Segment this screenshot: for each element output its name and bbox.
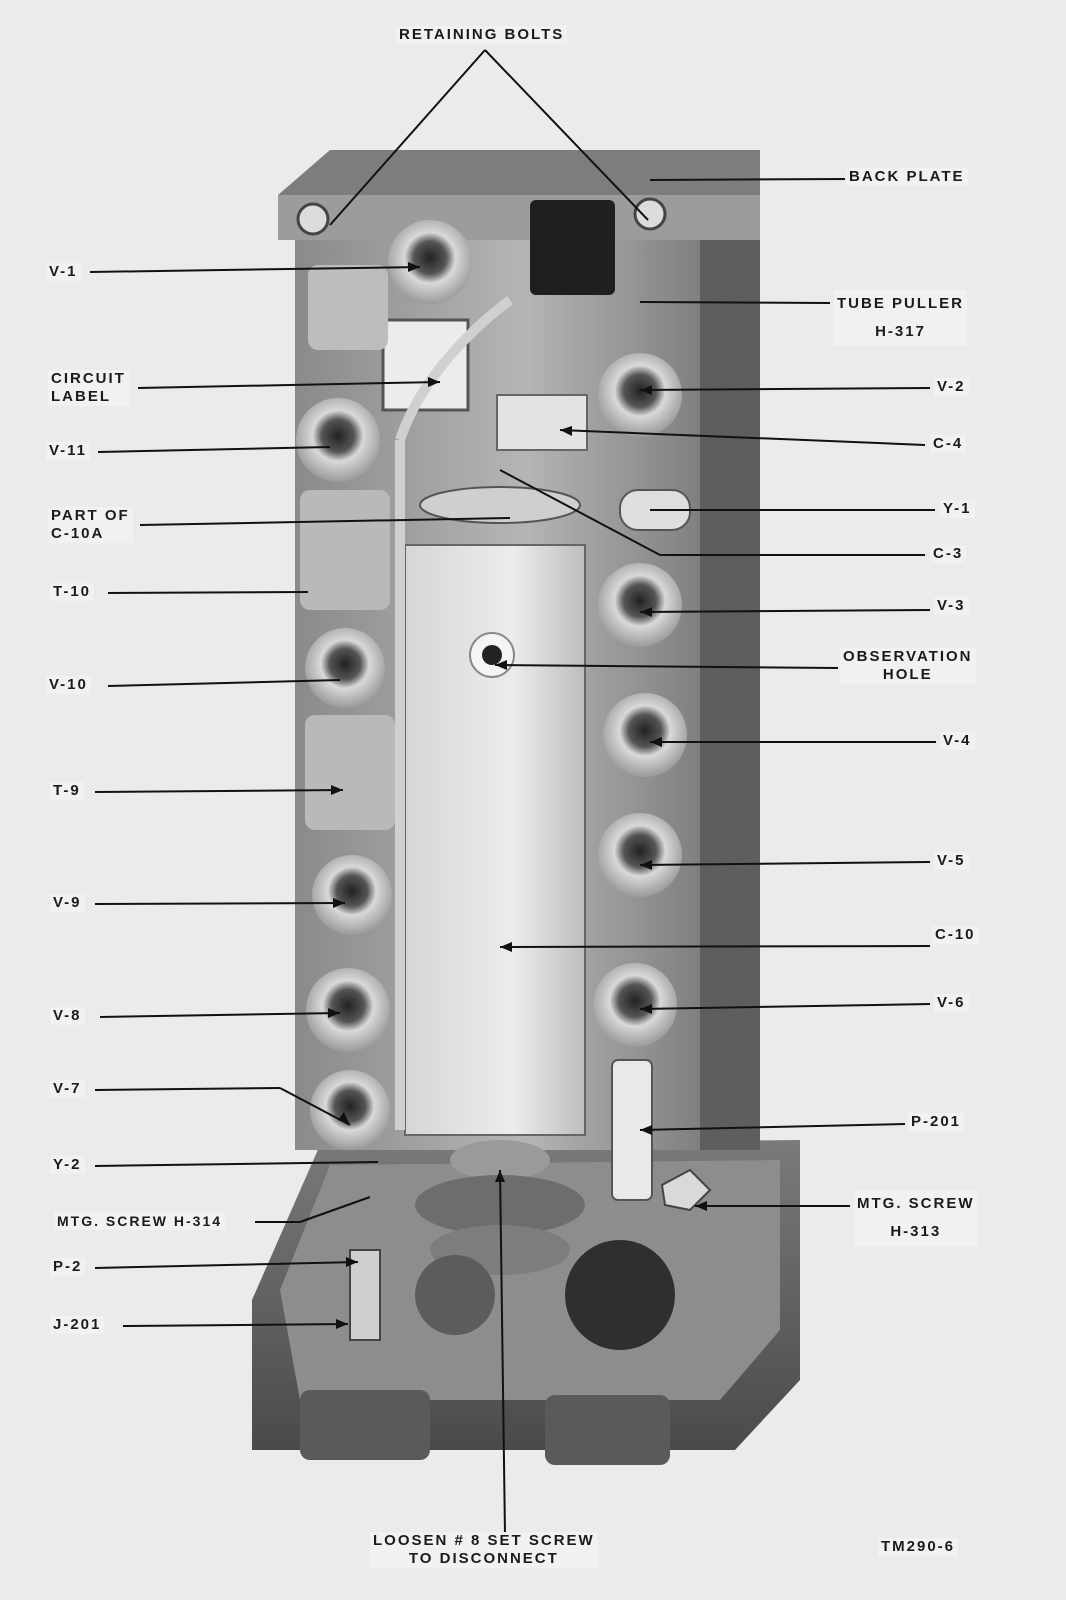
label-t9: T-9 [50,782,84,800]
mtg-screw-h313-head [660,1168,712,1212]
label-v6: V-6 [934,994,969,1012]
label-v7: V-7 [50,1080,85,1098]
label-t10: T-10 [50,583,95,601]
chassis-base [252,1140,800,1465]
label-p2: P-2 [50,1258,86,1276]
label-j201: J-201 [50,1316,105,1334]
figure-number: TM290-6 [878,1538,959,1556]
label-tube-puller: TUBE PULLER H-317 [834,290,967,346]
transformer-top [308,265,388,350]
label-c3: C-3 [930,545,967,563]
jack-j201 [349,1249,381,1341]
label-y1: Y-1 [940,500,975,518]
label-v1: V-1 [46,263,81,281]
label-v11: V-11 [46,442,91,460]
relay-box [530,200,615,295]
label-c10: C-10 [932,926,979,944]
arrowheads [328,262,707,1329]
label-v5: V-5 [934,852,969,870]
capacitor-c10-can [404,486,586,1136]
vacuum-tubes [296,220,687,1150]
label-v9: V-9 [50,894,85,912]
label-back-plate: BACK PLATE [846,168,968,186]
capacitor-c4-block [496,394,588,451]
label-v3: V-3 [934,597,969,615]
label-v10: V-10 [46,676,91,694]
label-v4: V-4 [940,732,975,750]
transformer-t9 [305,715,395,830]
label-loosen-set-screw: LOOSEN # 8 SET SCREW TO DISCONNECT [370,1532,598,1568]
leader-lines [89,49,936,1536]
label-mtg-screw-h314: MTG. SCREW H-314 [54,1212,226,1230]
label-c4: C-4 [930,435,967,453]
label-retaining-bolts: RETAINING BOLTS [396,26,568,44]
label-v2: V-2 [934,378,969,396]
label-observation-hole: OBSERVATION HOLE [840,648,976,684]
label-part-of-c10a: PART OF C-10A [48,507,133,543]
transformer-t10 [300,490,390,610]
label-v8: V-8 [50,1007,85,1025]
label-circuit-label: CIRCUIT LABEL [48,370,129,406]
label-y2: Y-2 [50,1156,85,1174]
label-mtg-screw-h313: MTG. SCREW H-313 [854,1190,978,1246]
label-p201: P-201 [908,1113,965,1131]
